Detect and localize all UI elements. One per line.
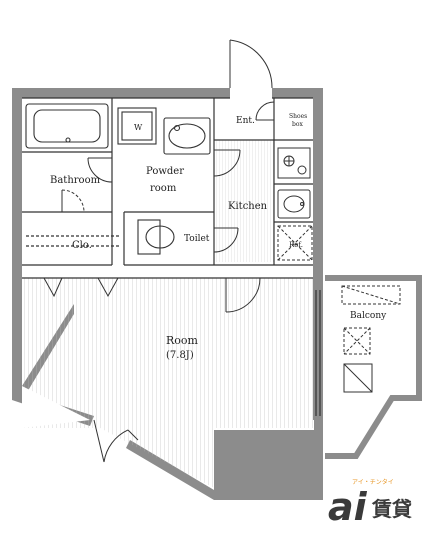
room-floor [22,278,313,428]
label-ref: Ref. [289,241,303,249]
label-bathroom: Bathroom [50,175,101,186]
label-shoes-box-2: box [292,121,303,128]
vanity-sink [163,117,211,155]
label-powder-room-2: room [150,183,177,194]
interior-lines [22,97,321,416]
label-washer: W [134,123,143,132]
logo-text: 賃貸 [371,497,412,521]
label-toilet: Toilet [184,234,210,244]
label-kitchen: Kitchen [228,201,268,212]
label-clo: Clo. [72,240,92,251]
logo-tagline: アイ・チンタイ [352,478,394,486]
bathtub [25,103,109,149]
label-powder-room-1: Powder [146,166,184,177]
refrigerator-space [277,225,313,261]
room-labels: Bathroom W Powder room Ent. Shoes box Ki… [50,113,387,361]
label-ent: Ent. [236,116,255,126]
kitchen-floor [214,140,274,262]
label-balcony: Balcony [350,311,387,321]
toilet-fixture [137,219,175,255]
label-shoes-box-1: Shoes [289,113,307,120]
ai-chintai-logo: アイ・チンタイ ai 賃貸 [328,478,412,529]
logo-mark: ai [328,485,368,529]
balcony-units [341,285,401,393]
washer [117,107,157,145]
kitchen-sink [277,189,311,219]
stove [277,147,311,179]
label-room-size: (7.8J) [166,350,194,361]
label-room: Room [166,334,199,347]
doors [43,39,275,463]
